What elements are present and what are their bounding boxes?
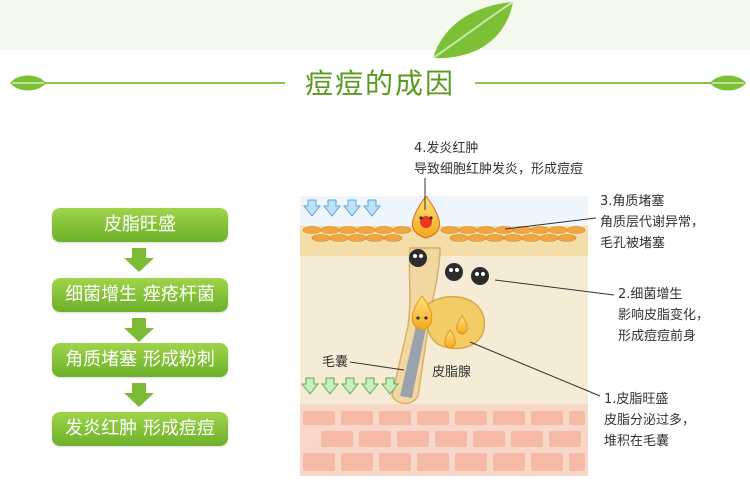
- skin-cells: [301, 409, 587, 473]
- annotation-4: 4.发炎红肿 导致细胞红肿发炎，形成痘痘: [414, 138, 583, 180]
- leaf-icon: [432, 1, 514, 59]
- arrow-down-icon: [124, 248, 154, 272]
- annotation-1-desc2: 堆积在毛囊: [604, 434, 670, 449]
- annotation-2: 2.细菌增生 影响皮脂变化， 形成痘痘前身: [618, 284, 709, 347]
- annotation-2-desc2: 形成痘痘前身: [618, 329, 697, 344]
- follicle-label: 毛囊: [322, 354, 348, 369]
- annotation-4-title: 4.发炎红肿: [414, 141, 479, 156]
- uv-arrows-bottom: [300, 377, 400, 395]
- step-4-box: 发炎红肿 形成痘痘: [52, 412, 228, 446]
- arrow-down-icon: [124, 383, 154, 407]
- annotation-3-desc2: 毛孔被堵塞: [600, 236, 666, 251]
- sebum-drop: [456, 315, 468, 335]
- header-band: [0, 0, 750, 50]
- header-line-left: [35, 82, 285, 84]
- leaf-small-left-icon: [10, 75, 46, 91]
- annotation-4-desc: 导致细胞红肿发炎，形成痘痘: [414, 162, 584, 177]
- annotation-2-title: 2.细菌增生: [618, 287, 683, 302]
- bacteria: [445, 263, 463, 281]
- uv-arrows-top: [302, 199, 382, 217]
- bacteria: [409, 249, 427, 267]
- annotation-3: 3.角质堵塞 角质层代谢异常， 毛孔被堵塞: [600, 191, 704, 254]
- annotation-1-title: 1.皮脂旺盛: [604, 392, 669, 407]
- skin-diagram: 毛囊 皮脂腺: [300, 196, 588, 476]
- corneum-cells: [302, 226, 586, 242]
- annotation-2-desc1: 影响皮脂变化，: [618, 308, 710, 323]
- annotation-1-desc1: 皮脂分泌过多，: [604, 413, 696, 428]
- leaf-small-right-icon: [710, 75, 746, 91]
- sebum-drop: [411, 295, 433, 331]
- annotation-3-desc1: 角质层代谢异常，: [600, 215, 705, 230]
- arrow-down-icon: [124, 318, 154, 342]
- sebaceous-gland: [424, 295, 486, 350]
- bacteria-group: [409, 249, 489, 285]
- follicle-leader: [349, 361, 405, 371]
- bacteria: [471, 267, 489, 285]
- sebaceous-label: 皮脂腺: [432, 364, 471, 379]
- sebum-drop: [444, 329, 456, 349]
- header-line-right: [475, 82, 715, 84]
- hair-shaft: [400, 326, 426, 398]
- annotation-3-title: 3.角质堵塞: [600, 194, 665, 209]
- page-title: 痘痘的成因: [304, 67, 455, 100]
- step-3-box: 角质堵塞 形成粉刺: [52, 343, 228, 377]
- step-1-box: 皮脂旺盛: [52, 208, 228, 242]
- annotation-1: 1.皮脂旺盛 皮脂分泌过多， 堆积在毛囊: [604, 389, 695, 452]
- step-2-box: 细菌增生 痤疮杆菌: [52, 278, 228, 312]
